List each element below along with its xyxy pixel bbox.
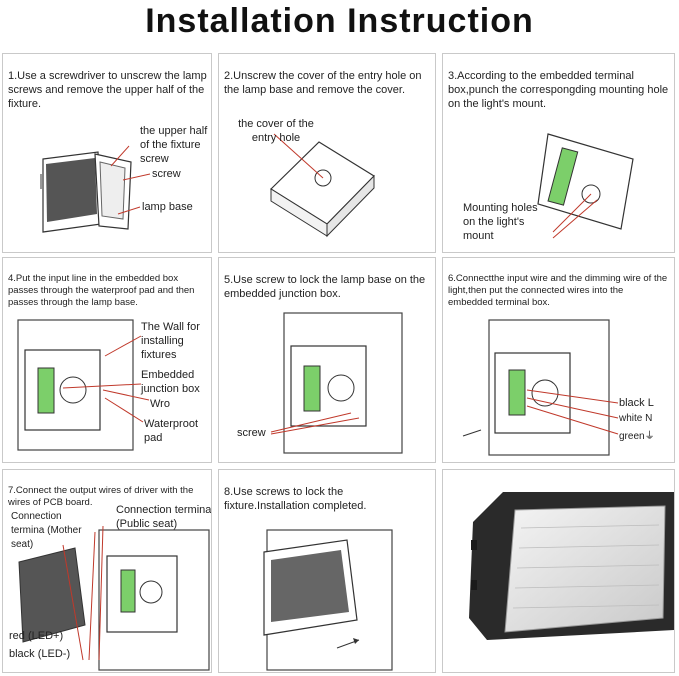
step-1-illustration	[40, 145, 151, 233]
step-2-panel: 2.Unscrew the cover of the entry hole on…	[218, 53, 436, 253]
step-6-panel: 6.Connectthe input wire and the dimming …	[442, 257, 675, 463]
label-wro: Wro	[150, 398, 170, 410]
label-green-ground: green⏚	[619, 431, 655, 442]
step-1-panel: 1.Use a screwdriver to unscrew the lamp …	[2, 53, 212, 253]
label-black-l: black L	[619, 397, 654, 409]
step-7-illustration	[18, 525, 210, 671]
fixture-lens	[504, 505, 666, 633]
label-waterproof-pad: Waterproot pad	[144, 418, 199, 444]
junction-box-bracket	[508, 369, 526, 416]
step-6-illustration	[462, 319, 619, 456]
mount-drawing	[537, 133, 634, 230]
step-4-illustration	[17, 319, 150, 451]
open-fixture-drawing	[40, 151, 132, 233]
step-3-illustration	[537, 133, 634, 239]
finished-fixture-photo	[469, 492, 674, 640]
label-white-n: white N	[619, 413, 653, 424]
step-3-panel: 3.According to the embedded terminal box…	[442, 53, 675, 253]
label-mounting-holes: Mounting holes on the light's mount	[463, 202, 538, 242]
step-8-panel: 8.Use screws to lock the fixture.Install…	[218, 469, 436, 673]
label-black-led: black (LED-)	[9, 648, 71, 660]
step-5-text: 5.Use screw to lock the lamp base on the…	[224, 274, 426, 300]
junction-box-bracket	[303, 365, 321, 412]
step-2-text: 2.Unscrew the cover of the entry hole on…	[224, 70, 422, 96]
label-wall: The Wall for installing fixtures	[141, 321, 200, 361]
label-red-led: red (LED+)	[9, 630, 64, 642]
page-title: Installation Instruction	[145, 2, 534, 40]
label-screw: screw	[152, 168, 181, 180]
label-entry-hole-cover: the cover of the entry hole	[238, 118, 314, 144]
junction-box-bracket	[37, 367, 55, 414]
step-7-panel: 7.Connect the output wires of driver wit…	[2, 469, 212, 673]
label-upper-half: the upper half of the fixture screw	[140, 125, 208, 165]
lamp-base-drawing	[270, 141, 375, 238]
step-6-text: 6.Connectthe input wire and the dimming …	[448, 273, 668, 308]
step-3-text: 3.According to the embedded terminal box…	[448, 70, 669, 110]
label-lamp-base: lamp base	[142, 201, 193, 213]
step-9-panel	[442, 469, 675, 673]
step-1-text: 1.Use a screwdriver to unscrew the lamp …	[8, 70, 207, 110]
step-8-illustration	[263, 529, 393, 671]
step-5-panel: 5.Use screw to lock the lamp base on the…	[218, 257, 436, 463]
step-7-text: 7.Connect the output wires of driver wit…	[8, 485, 194, 508]
step-2-illustration	[270, 133, 375, 238]
step-5-illustration	[270, 312, 403, 454]
junction-box-bracket	[120, 569, 136, 613]
fixture-upper-half	[18, 547, 86, 643]
step-4-text: 4.Put the input line in the embedded box…	[8, 273, 195, 308]
label-mother-seat: Connection termina (Mother seat)	[11, 511, 82, 550]
label-embedded-box: Embedded junction box	[141, 369, 200, 395]
step-8-text: 8.Use screws to lock the fixture.Install…	[224, 486, 367, 512]
label-screw-5: screw	[237, 427, 266, 439]
step-4-panel: 4.Put the input line in the embedded box…	[2, 257, 212, 463]
label-public-seat: Connection termina (Public seat)	[116, 504, 212, 530]
